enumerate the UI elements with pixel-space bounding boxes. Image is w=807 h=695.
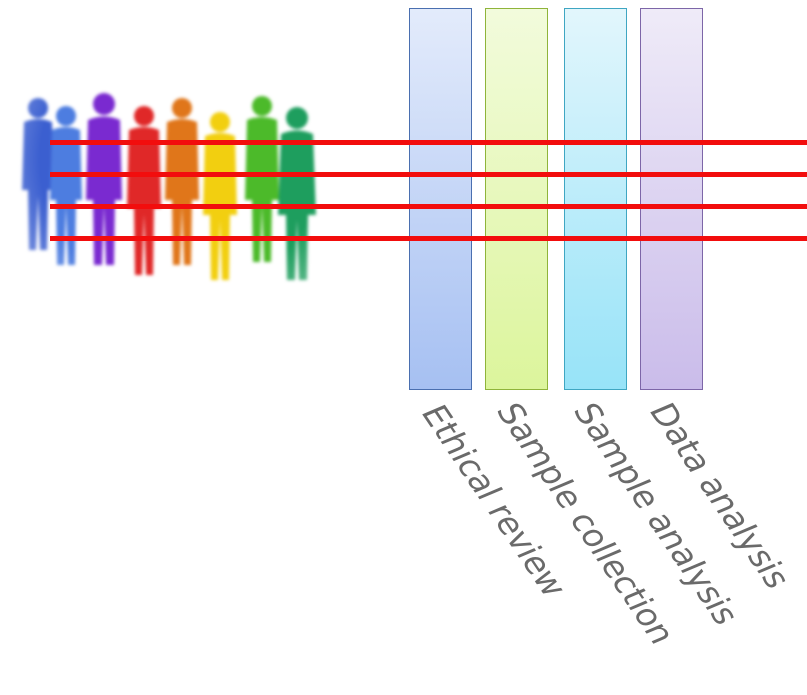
people-group-image — [22, 93, 316, 280]
participant-line — [50, 172, 807, 177]
person-figure — [127, 106, 161, 275]
stage-bar-ethical-review — [409, 8, 472, 390]
participant-line — [50, 140, 807, 145]
stage-bar-sample-analysis — [564, 8, 627, 390]
person-figure — [278, 107, 316, 280]
stage-bar-sample-collection — [485, 8, 548, 390]
person-figure — [203, 112, 237, 280]
participant-line — [50, 204, 807, 209]
participant-line — [50, 236, 807, 241]
person-figure — [50, 106, 82, 265]
stage-bar-data-analysis — [640, 8, 703, 390]
